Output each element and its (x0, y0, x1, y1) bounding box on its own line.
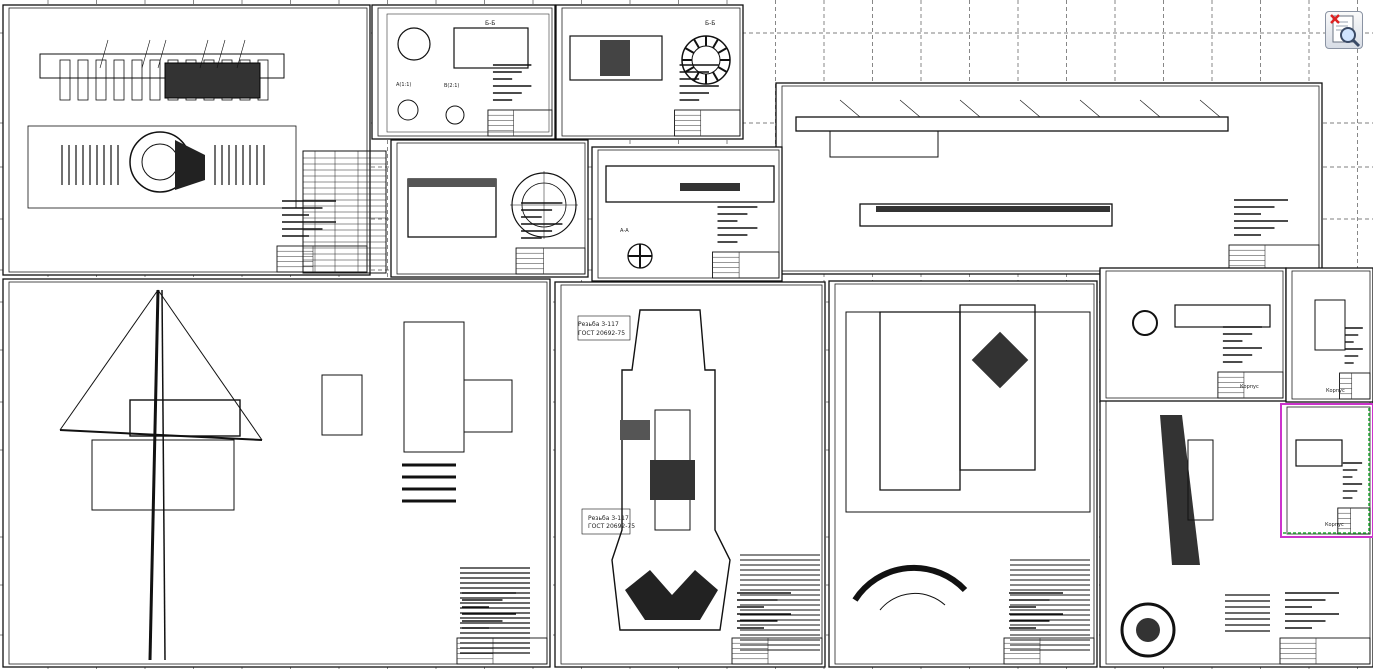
rig-drawing (59, 289, 530, 661)
label-section-aa: А-А (620, 228, 629, 234)
bushing-drawing (605, 165, 775, 269)
sleeve-drawing (407, 171, 578, 239)
sheet-sleeve (390, 139, 589, 278)
sheet-bushing (591, 146, 783, 282)
label-section-bb: Б-Б (485, 20, 495, 27)
label-view-v: В(2:1) (444, 83, 459, 89)
sheet-small-2 (1285, 267, 1373, 403)
sheet-joint (828, 280, 1098, 668)
selection-frame-magenta (1280, 403, 1373, 538)
zoom-reset-icon (1330, 14, 1361, 48)
label-gost-2: ГОСТ 20692-75 (588, 523, 635, 530)
cone-drawing (1120, 299, 1346, 658)
sheet-small-1 (1099, 267, 1287, 402)
sheet-shaft (775, 82, 1323, 275)
label-detail-bb: Б-Б (705, 20, 715, 27)
bit-drawing (577, 309, 820, 651)
stamp-small-3: Корпус (1325, 522, 1344, 528)
sheet-rig (2, 278, 551, 668)
label-thread-1: Резьба 3-117 (578, 321, 619, 328)
label-thread-2: Резьба 3-117 (588, 515, 629, 522)
assembly-drawing (27, 39, 387, 274)
shaft-drawing (795, 99, 1229, 227)
sheet-section-b (371, 4, 556, 140)
label-view-a: А(1:1) (396, 82, 411, 88)
sheet-small-3 (1280, 403, 1373, 538)
detail-drawing (569, 35, 731, 85)
stamp-small-1: Корпус (1240, 384, 1259, 390)
label-gost-1: ГОСТ 20692-75 (578, 330, 625, 337)
drawing-sheets (2, 4, 1373, 668)
section-drawing (386, 13, 550, 133)
zoom-reset-button[interactable] (1325, 11, 1363, 49)
stamp-small-2: Корпус (1326, 388, 1345, 394)
drawing-labels: Б-Б А(1:1) В(2:1) Б-Б А-А Резьба 3-117 Г… (396, 20, 1345, 530)
